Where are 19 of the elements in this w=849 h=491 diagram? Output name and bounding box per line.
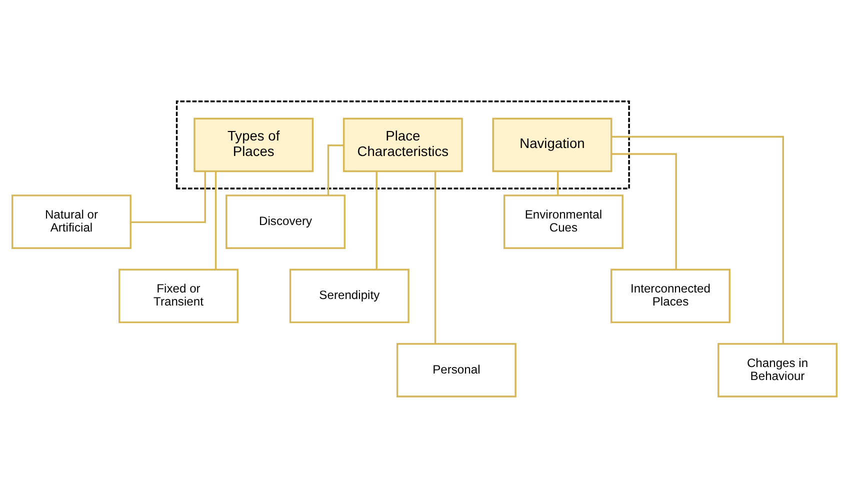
connector bbox=[557, 171, 559, 196]
connector bbox=[130, 171, 206, 224]
connector bbox=[214, 172, 217, 270]
node-box: Navigation bbox=[492, 118, 612, 172]
connector bbox=[611, 136, 784, 344]
cluster bbox=[176, 100, 630, 190]
node-box: Serendipity bbox=[289, 268, 410, 324]
connector bbox=[612, 153, 677, 270]
node-box: Natural or Artificial bbox=[12, 194, 132, 249]
connector bbox=[376, 172, 378, 270]
node-box: Personal bbox=[396, 343, 516, 398]
node-box: Place Characteristics bbox=[342, 118, 463, 172]
node-box: Types of Places bbox=[194, 118, 314, 172]
connector bbox=[434, 171, 436, 344]
node-box: Changes in Behaviour bbox=[718, 343, 838, 398]
node-box: Fixed or Transient bbox=[118, 268, 238, 324]
node-box: Interconnected Places bbox=[610, 268, 730, 324]
node-box: Environmental Cues bbox=[503, 194, 624, 249]
node-box: Discovery bbox=[226, 194, 346, 249]
